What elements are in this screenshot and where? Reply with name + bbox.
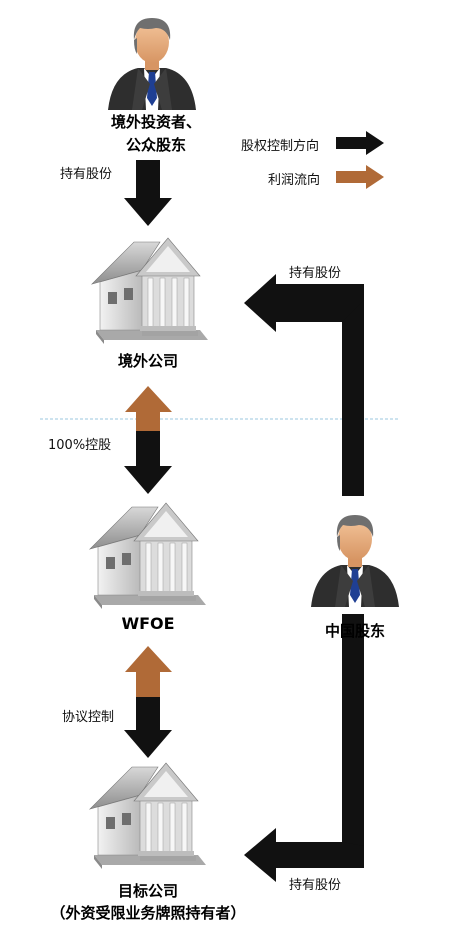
edge-label-investor-to-offshore: 持有股份	[60, 167, 113, 182]
legend-profit-label: 利润流向	[268, 173, 321, 188]
legend-equity-label: 股权控制方向	[241, 139, 320, 154]
building-icon	[89, 762, 207, 870]
arrow-control-down-2	[124, 697, 172, 758]
arrow-control-down-1	[124, 431, 172, 494]
node-chinese-shareholder: 中国股东	[324, 622, 385, 640]
arrow-profit-up-2	[125, 646, 172, 697]
legend-profit-arrow-icon	[336, 165, 384, 189]
arrow-profit-up-1	[125, 386, 172, 431]
node-foreign-investor: 境外投资者、 公众股东	[96, 111, 216, 155]
node-target-company-line2: （外资受限业务牌照持有者）	[50, 904, 246, 922]
edge-label-offshore-to-wfoe: 100%控股	[48, 438, 112, 453]
node-target-company-line1: 目标公司	[117, 882, 178, 900]
edge-label-cn-to-target: 持有股份	[289, 878, 342, 893]
node-foreign-investor-line1: 境外投资者、	[110, 113, 201, 131]
node-wfoe: WFOE	[121, 614, 175, 633]
building-icon	[89, 502, 207, 610]
edge-label-wfoe-to-target: 协议控制	[62, 710, 115, 725]
edge-label-cn-to-offshore: 持有股份	[289, 266, 342, 281]
node-offshore-company: 境外公司	[117, 352, 178, 370]
legend-equity-arrow-icon	[336, 131, 384, 155]
node-foreign-investor-line2: 公众股东	[125, 136, 186, 154]
person-icon	[108, 18, 196, 110]
arrow-cn-to-offshore	[244, 274, 364, 496]
building-icon	[91, 237, 209, 345]
arrow-cn-to-target	[244, 614, 364, 882]
node-target-company: 目标公司 （外资受限业务牌照持有者）	[20, 880, 276, 923]
person-icon	[311, 515, 399, 607]
arrow-investor-to-offshore	[124, 160, 172, 226]
